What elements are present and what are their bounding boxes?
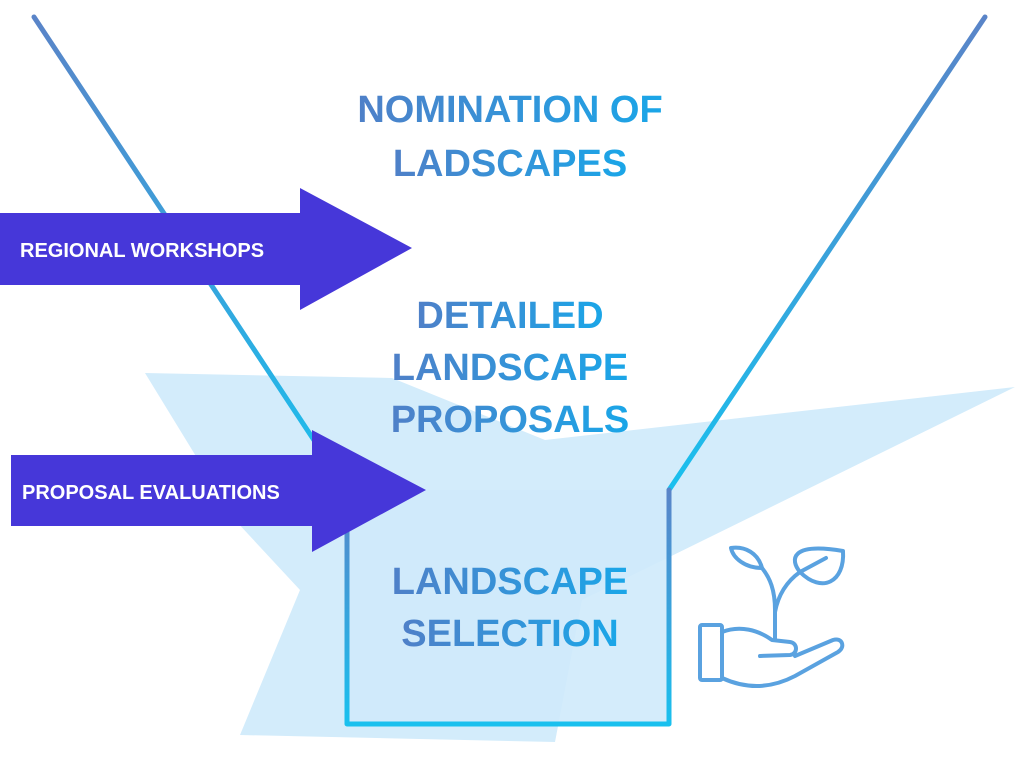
stage-nomination-line-2: LADSCAPES <box>393 143 627 185</box>
stage-proposals: DETAILED LANDSCAPE PROPOSALS <box>391 295 630 441</box>
arrow-regional-workshops: REGIONAL WORKSHOPS <box>0 188 412 310</box>
arrow-label: REGIONAL WORKSHOPS <box>20 240 264 262</box>
plant-stem <box>760 566 777 642</box>
selection-box-outline <box>344 487 672 727</box>
stage-proposals-line-3: PROPOSALS <box>391 399 630 441</box>
funnel-outline <box>31 14 988 727</box>
plant-stem-branch <box>773 570 802 614</box>
plant-leaf-right <box>792 546 846 586</box>
stage-selection: LANDSCAPE SELECTION <box>392 561 628 655</box>
stage-proposals-line-2: LANDSCAPE <box>392 347 628 389</box>
arrow-shape <box>0 188 412 310</box>
funnel-right-edge <box>666 14 988 493</box>
selection-box-fill <box>347 490 669 724</box>
hand-cuff <box>698 623 724 682</box>
hand-fingers <box>720 637 845 689</box>
arrow-shape <box>11 430 426 552</box>
hand-palm <box>720 626 798 658</box>
arrow-label: PROPOSAL EVALUATIONS <box>22 482 280 504</box>
plant-leaf-vein <box>798 556 828 574</box>
stage-selection-line-1: LANDSCAPE <box>392 561 628 603</box>
plant-leaf-left <box>729 545 764 570</box>
stage-selection-line-2: SELECTION <box>401 613 618 655</box>
stage-nomination: NOMINATION OF LADSCAPES <box>357 89 662 185</box>
hand-plant-icon <box>698 545 846 689</box>
stage-nomination-line-1: NOMINATION OF <box>357 89 662 131</box>
arrow-proposal-evaluations: PROPOSAL EVALUATIONS <box>11 430 426 552</box>
stage-proposals-line-1: DETAILED <box>416 295 603 337</box>
